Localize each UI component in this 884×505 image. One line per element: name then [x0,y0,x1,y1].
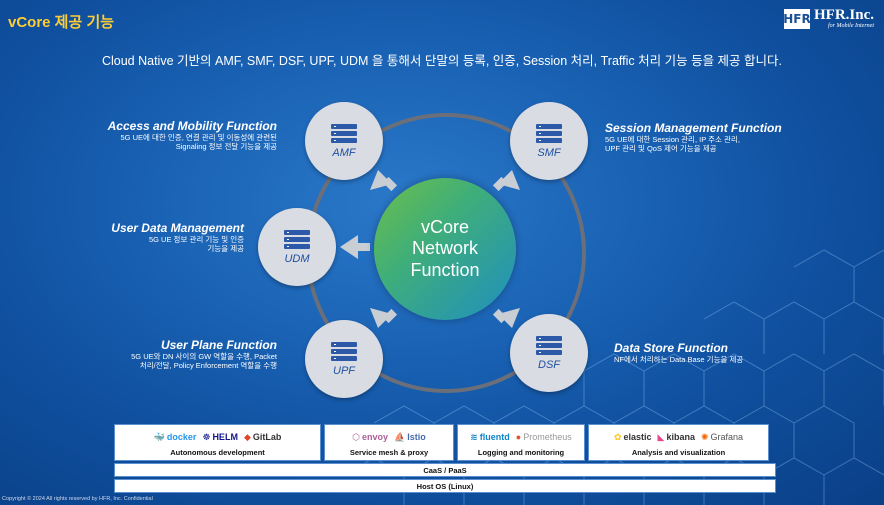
server-icon [331,341,357,361]
server-icon [331,123,357,143]
server-icon [536,335,562,355]
tool-group-logging: ≋fluentd ●Prometheus Logging and monitor… [457,424,585,461]
node-smf[interactable]: SMF [510,102,588,180]
tool-groups: 🐳docker ☸HELM ◆GitLab Autonomous develop… [114,424,776,461]
prometheus-logo: ●Prometheus [515,432,572,442]
kibana-logo: ◣kibana [657,431,695,443]
function-upf: User Plane Function 5G UE와 DN 사이의 GW 역할을… [131,338,277,371]
page-title: vCore 제공 기능 [8,14,115,31]
tool-group-caption: Autonomous development [170,448,265,457]
tool-group-mesh: ⬡envoy ⛵Istio Service mesh & proxy [324,424,454,461]
caas-paas-layer: CaaS / PaaS [114,463,776,477]
istio-logo: ⛵Istio [394,431,426,443]
server-icon [536,123,562,143]
docker-logo: 🐳docker [153,431,197,443]
node-udm[interactable]: UDM [258,208,336,286]
page-subtitle: Cloud Native 기반의 AMF, SMF, DSF, UPF, UDM… [101,54,783,68]
node-amf[interactable]: AMF [305,102,383,180]
tool-group-caption: Service mesh & proxy [349,448,429,457]
logo-mark: HFR [783,8,811,29]
tool-group-analysis: ✿elastic ◣kibana ✺Grafana Analysis and v… [588,424,769,461]
arrow-to-dsf [498,308,520,328]
arrow-to-upf [370,308,392,328]
node-dsf[interactable]: DSF [510,314,588,392]
envoy-logo: ⬡envoy [352,431,389,443]
function-udm: User Data Management 5G UE 정보 관리 기능 및 인증… [111,221,244,254]
function-dsf: Data Store Function NF에서 처리하는 Data Base … [614,341,744,364]
logo-name: HFR.Inc. [814,7,874,23]
tool-group-caption: Analysis and visualization [631,448,726,457]
helm-logo: ☸HELM [202,431,238,443]
header: vCore 제공 기능 HFR HFR.Inc. for Mobile Inte… [0,0,884,40]
function-smf: Session Management Function 5G UE에 대한 Se… [605,121,782,154]
platform-stack: 🐳docker ☸HELM ◆GitLab Autonomous develop… [114,424,776,493]
vcore-network-function: vCore Network Function [374,178,516,320]
logo-tagline: for Mobile Internet [828,23,874,29]
function-amf: Access and Mobility Function 5G UE에 대한 인… [107,119,277,152]
node-upf[interactable]: UPF [305,320,383,398]
copyright-notice: Copyright © 2024 All rights reserved by … [2,496,153,502]
host-os-layer: Host OS (Linux) [114,479,776,493]
arrow-to-udm [340,235,358,259]
elastic-logo: ✿elastic [613,431,652,443]
company-logo: HFR HFR.Inc. for Mobile Internet [783,7,874,30]
gitlab-logo: ◆GitLab [243,431,282,443]
fluentd-logo: ≋fluentd [470,431,510,443]
tool-group-autonomous: 🐳docker ☸HELM ◆GitLab Autonomous develop… [114,424,321,461]
grafana-logo: ✺Grafana [700,431,744,443]
server-icon [284,229,310,249]
tool-group-caption: Logging and monitoring [477,448,565,457]
